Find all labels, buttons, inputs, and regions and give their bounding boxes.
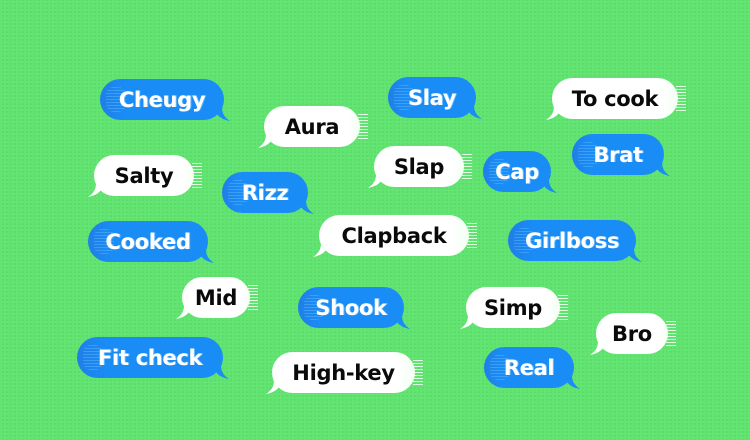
chat-bubble-mid: Mid xyxy=(176,277,258,319)
bubble-label: Slap xyxy=(393,154,445,179)
chat-bubble-rizz: Rizz xyxy=(222,172,314,214)
bubble-label: Fit check xyxy=(97,345,203,370)
chat-bubble-brat: Brat xyxy=(572,134,670,176)
bubble-label: Mid xyxy=(194,285,238,310)
bubble-tail-icon xyxy=(394,315,410,329)
chat-bubble-cap: Cap xyxy=(483,151,557,193)
chat-bubble-aura: Aura xyxy=(258,106,368,148)
bubble-tail-icon xyxy=(213,365,229,379)
bubble-label: Girlboss xyxy=(524,228,620,253)
chat-bubble-slay: Slay xyxy=(388,77,482,119)
bubble-tail-icon xyxy=(460,315,476,329)
bubble-tail-icon xyxy=(368,174,384,188)
bubble-tail-icon xyxy=(590,341,606,355)
chat-bubble-cheugy: Cheugy xyxy=(100,79,230,121)
bubble-label: Cooked xyxy=(105,229,191,254)
chat-bubble-girlboss: Girlboss xyxy=(508,220,642,262)
bubble-tail-icon xyxy=(88,183,104,197)
bubble-tail-icon xyxy=(313,243,329,257)
chat-bubble-bro: Bro xyxy=(590,313,676,355)
bubble-tail-icon xyxy=(564,375,580,389)
bubble-label: Cheugy xyxy=(118,87,206,112)
bubble-tail-icon xyxy=(546,106,562,120)
bubble-tail-icon xyxy=(541,179,557,193)
bubble-tail-icon xyxy=(654,162,670,176)
chat-bubble-salty: Salty xyxy=(88,155,202,197)
chat-bubble-fit-check: Fit check xyxy=(77,337,229,379)
bubble-tail-icon xyxy=(198,249,214,263)
bubble-label: Cap xyxy=(495,159,539,184)
bubble-label: High-key xyxy=(292,360,395,385)
chat-bubble-shook: Shook xyxy=(298,287,410,329)
bubble-label: Bro xyxy=(612,321,652,346)
chat-bubble-slap: Slap xyxy=(368,146,472,188)
bubble-tail-icon xyxy=(626,248,642,262)
bubble-tail-icon xyxy=(258,134,274,148)
bubble-label: Salty xyxy=(114,163,174,188)
bubble-label: Shook xyxy=(315,295,387,320)
bubble-label: Real xyxy=(503,355,555,380)
chat-bubble-real: Real xyxy=(484,347,580,389)
bubble-label: Aura xyxy=(284,114,340,139)
bubble-tail-icon xyxy=(466,105,482,119)
chat-bubble-to-cook: To cook xyxy=(546,78,686,120)
chat-bubble-clapback: Clapback xyxy=(313,215,477,257)
chat-bubble-simp: Simp xyxy=(460,287,568,329)
bubble-tail-icon xyxy=(266,380,282,394)
bubble-tail-icon xyxy=(176,305,192,319)
chat-bubble-high-key: High-key xyxy=(266,352,423,394)
bubble-label: Brat xyxy=(593,142,643,167)
bubble-label: Clapback xyxy=(341,223,447,248)
bubble-tail-icon xyxy=(298,200,314,214)
bubble-label: Slay xyxy=(407,85,457,110)
chat-bubble-cooked: Cooked xyxy=(88,221,214,263)
bubble-label: Rizz xyxy=(241,180,289,205)
bubble-label: To cook xyxy=(571,86,659,111)
bubble-label: Simp xyxy=(483,295,543,320)
bubble-tail-icon xyxy=(214,107,230,121)
